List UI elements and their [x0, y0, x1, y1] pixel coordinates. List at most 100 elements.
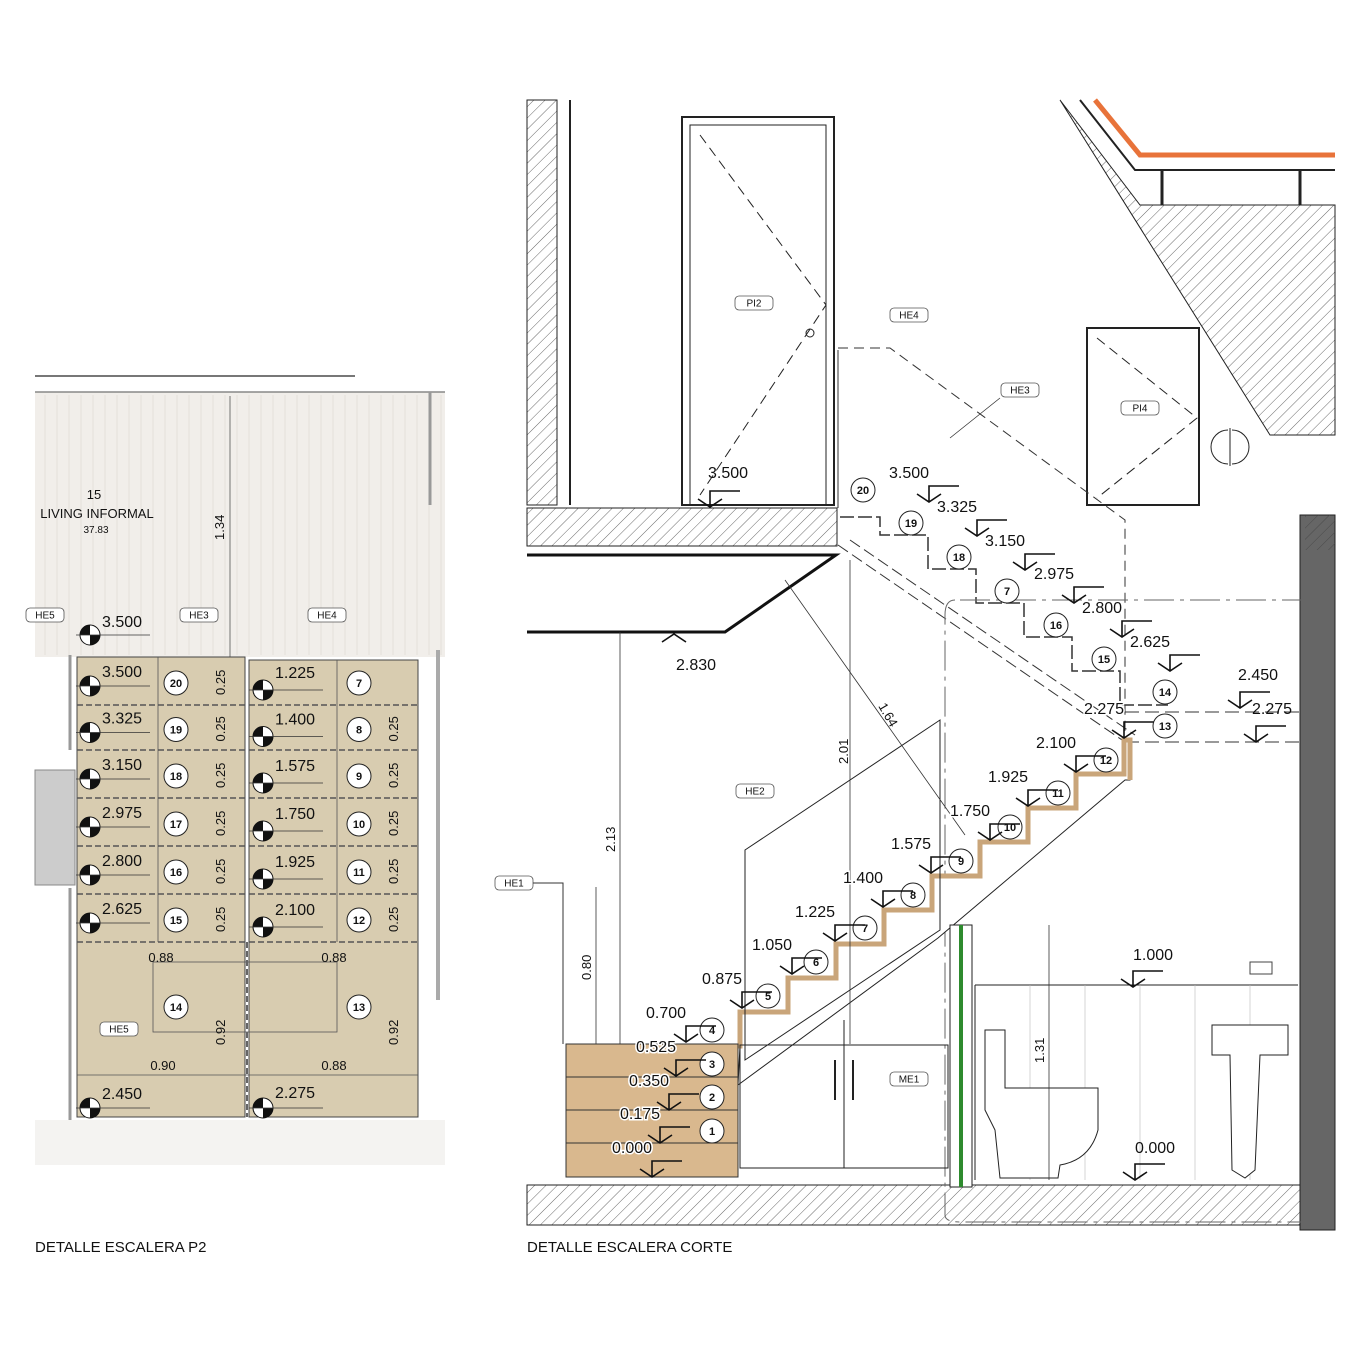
level-label: 0.000 — [1135, 1140, 1175, 1157]
step-number: 9 — [958, 856, 964, 868]
step-number: 15 — [1098, 654, 1110, 666]
step-number-circle — [699, 1017, 725, 1043]
tag-pi4: PI4 — [1132, 404, 1147, 415]
tag-he5-lower: HE5 — [109, 1025, 129, 1036]
step-number: 11 — [353, 867, 365, 879]
riser-dim: 0.25 — [213, 907, 228, 932]
door-handle-icon — [805, 328, 815, 338]
level-marker-icon — [249, 868, 323, 890]
level-label: 1.750 — [275, 806, 315, 823]
upper-slab — [526, 507, 838, 547]
step-number-circle — [803, 949, 829, 975]
step-number-circle — [699, 1051, 725, 1077]
level-label: 0.875 — [702, 971, 742, 988]
level-label: 2.275 — [1084, 701, 1124, 718]
step-number-circle — [1152, 713, 1178, 739]
step-number: 6 — [813, 957, 819, 969]
step-number: 4 — [709, 1025, 716, 1037]
section-view: PI2PI4HE4HE3HE2ME11.0000.0002.132.011.64… — [494, 98, 1336, 1231]
tag-box — [99, 1021, 139, 1037]
level-marker-icon — [76, 624, 150, 646]
stair-flight-left — [76, 656, 246, 1118]
right-wall — [1299, 514, 1336, 1231]
tag-pi2: PI2 — [746, 299, 761, 310]
stair-tread-profile — [680, 737, 1133, 1049]
step-number: 20 — [170, 678, 182, 690]
step-number: 10 — [353, 819, 365, 831]
step-number-circle — [997, 814, 1023, 840]
step-number: 13 — [353, 1002, 365, 1014]
elevation-arrow-icon — [1122, 1163, 1165, 1181]
roof-insulation — [1093, 98, 1335, 158]
level-marker-icon — [249, 679, 323, 701]
step-number: 14 — [1159, 687, 1172, 699]
elevation-arrow-icon — [1111, 721, 1154, 739]
level-marker-fill — [253, 680, 273, 700]
step-number-circle — [163, 811, 189, 837]
dim-label: 0.80 — [579, 955, 594, 980]
step-number: 18 — [170, 771, 182, 783]
level-label: 2.100 — [275, 902, 315, 919]
step-number-circle — [1045, 780, 1071, 806]
elevation-arrow-icon — [1120, 970, 1163, 988]
step-number: 19 — [905, 518, 917, 530]
level-marker-fill — [80, 722, 100, 743]
light-switch-icon — [1210, 428, 1250, 466]
section-title: DETALLE ESCALERA CORTE — [527, 1239, 732, 1256]
elevation-arrow-icon — [663, 1059, 706, 1077]
level-label: 0.525 — [636, 1039, 676, 1056]
elevation-arrow-icon — [1015, 789, 1058, 807]
wall-opening — [34, 769, 76, 886]
level-label: 1.400 — [275, 712, 315, 729]
level-label: 1.000 — [1133, 947, 1173, 964]
door-swing — [699, 134, 827, 496]
tag-he3: HE3 — [189, 611, 209, 622]
step-number: 20 — [857, 485, 869, 497]
elevation-arrow-icon — [1227, 691, 1270, 709]
level-label: 1.925 — [275, 854, 315, 871]
level-label: 1.925 — [988, 769, 1028, 786]
door-swing — [1096, 337, 1198, 499]
room-area: 37.83 — [83, 525, 108, 536]
step-number: 19 — [170, 725, 182, 737]
level-marker-icon — [76, 816, 150, 838]
step-number-circle — [699, 1084, 725, 1110]
riser-dim: 0.25 — [213, 670, 228, 695]
step-number-circle — [163, 717, 189, 742]
dim-label: 1.31 — [1032, 1038, 1047, 1063]
dim-label: 0.92 — [386, 1020, 401, 1045]
roof-section — [1059, 99, 1336, 436]
railing-he1 — [533, 882, 564, 1044]
level-marker-icon — [76, 1097, 150, 1119]
riser-dim: 0.25 — [386, 716, 401, 741]
left-wall — [526, 99, 558, 506]
level-marker-icon — [249, 916, 323, 938]
step-number-circle — [346, 907, 372, 933]
elevation-arrow-icon — [661, 633, 687, 643]
elevation-arrow-icon — [729, 991, 772, 1009]
elevation-arrow-icon — [964, 519, 1007, 537]
elevation-arrow-icon — [822, 924, 865, 942]
step-number: 10 — [1004, 822, 1016, 834]
level-label: 2.975 — [1034, 566, 1074, 583]
elevation-arrow-icon — [656, 1093, 699, 1111]
tag-he1: HE1 — [504, 879, 524, 890]
level-label: 1.575 — [891, 836, 931, 853]
step-number-circle — [346, 717, 372, 742]
step-number-circle — [900, 882, 926, 908]
level-marker-fill — [253, 773, 273, 793]
tag-he4: HE4 — [899, 311, 919, 322]
step-number-circle — [948, 848, 974, 874]
step-number-circle — [163, 763, 189, 789]
tag-box — [307, 607, 347, 623]
level-label: 2.625 — [102, 901, 142, 918]
upper-flight-outline — [840, 516, 1168, 706]
tag-he5: HE5 — [35, 611, 55, 622]
dim-line — [784, 579, 966, 836]
tag-box — [735, 783, 775, 799]
level-label: 1.750 — [950, 803, 990, 820]
level-marker-icon — [76, 864, 150, 886]
level-marker-fill — [80, 1098, 100, 1118]
stringer-line — [849, 539, 1136, 736]
